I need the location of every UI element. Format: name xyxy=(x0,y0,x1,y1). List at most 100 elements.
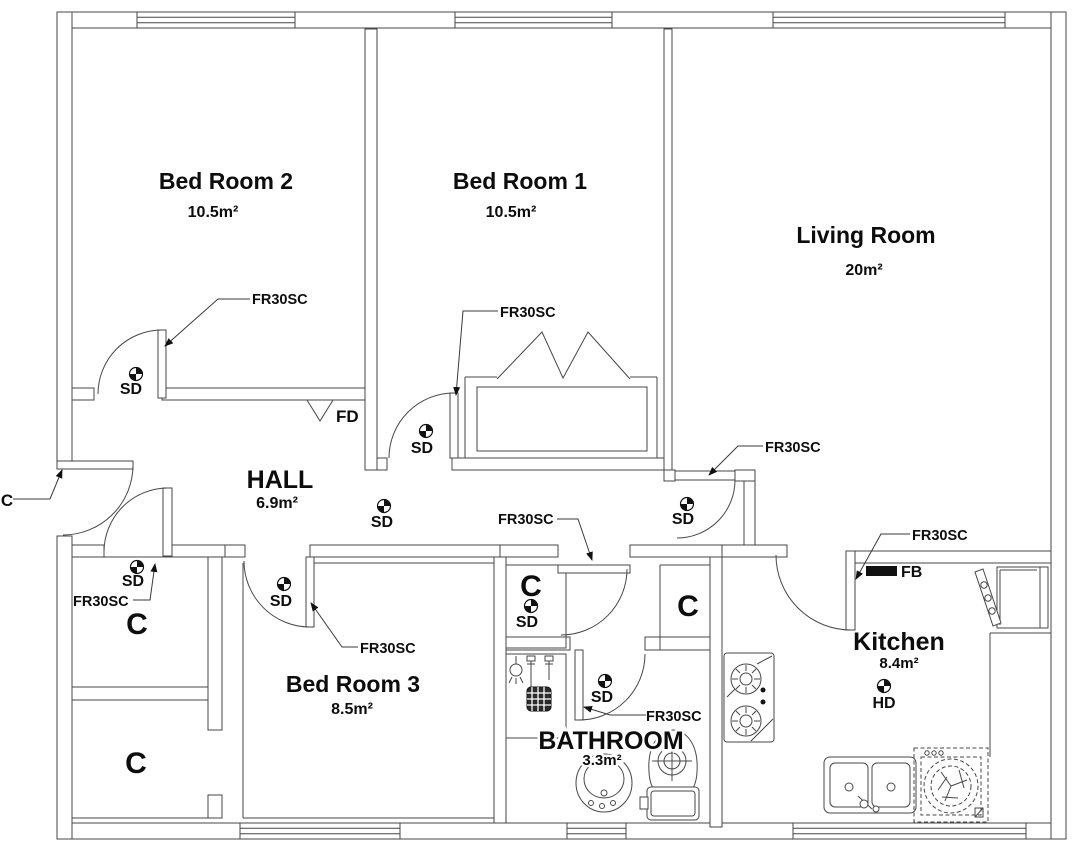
fire-door-label: FR30SC xyxy=(912,528,968,544)
toilet-button xyxy=(639,796,649,810)
fire-door-label: FR30SC xyxy=(646,709,702,725)
leader-frdoor-livingroom xyxy=(708,445,763,476)
leader-frdoor-bedroom1 xyxy=(453,310,498,396)
room-label-kitchen: Kitchen xyxy=(853,628,945,656)
toilet xyxy=(639,729,700,821)
room-label-bedroom2: Bed Room 2 xyxy=(159,168,293,194)
room-label-bedroom3: Bed Room 3 xyxy=(286,671,420,697)
smoke-detector-icon xyxy=(129,559,145,575)
door-kitchen xyxy=(775,550,856,631)
stove-knob xyxy=(760,687,766,693)
closet-label-bath-right: C xyxy=(677,590,699,623)
heat-detector-label: HD xyxy=(872,695,895,712)
smoke-detector-label: SD xyxy=(371,514,393,531)
fire-door-label: FR30SC xyxy=(765,440,821,456)
smoke-detector-icon xyxy=(276,576,292,592)
area-label-kitchen: 8.4m² xyxy=(879,655,918,672)
fire-door-label: FR30SC xyxy=(500,305,556,321)
shower xyxy=(505,653,567,739)
door-bedroom2 xyxy=(97,329,167,399)
smoke-detector-label: SD xyxy=(672,511,694,528)
smoke-detector-icon xyxy=(679,496,695,512)
burner-top xyxy=(730,663,762,695)
smoke-detector-icon xyxy=(376,498,392,514)
window-livingroom xyxy=(772,11,1006,29)
window-kitchen xyxy=(792,822,1027,840)
room-label-bathroom: BATHROOM xyxy=(538,727,683,755)
kitchen-counter xyxy=(989,632,1051,757)
area-label-bedroom2: 10.5m² xyxy=(188,204,239,221)
closet-lower-left xyxy=(72,699,209,819)
closet-upper-left xyxy=(71,556,209,688)
door-bathroom xyxy=(574,649,646,721)
room-label-livingroom: Living Room xyxy=(796,222,935,248)
bedroom3-walls xyxy=(242,562,494,819)
fire-damper-label: FD xyxy=(336,407,359,426)
area-label-hall: 6.9m² xyxy=(256,495,298,512)
heat-detector-icon xyxy=(876,678,892,694)
fire-blanket-label: FB xyxy=(901,564,922,581)
smoke-detector-label: SD xyxy=(411,440,433,457)
closet-bath-right xyxy=(659,564,710,651)
door-bath-vestibule xyxy=(557,564,631,636)
windows xyxy=(136,11,1027,840)
closet-label-lower-left: C xyxy=(125,747,147,780)
closet-label-upper-left: C xyxy=(126,608,148,641)
leader-frdoor-closet xyxy=(133,563,158,601)
area-label-bathroom: 3.3m² xyxy=(582,752,621,769)
smoke-detector-label: SD xyxy=(122,573,144,590)
smoke-detector-icon xyxy=(597,673,613,689)
area-label-livingroom: 20m² xyxy=(845,262,882,279)
leader-lines xyxy=(13,298,910,716)
area-label-bedroom1: 10.5m² xyxy=(486,204,537,221)
smoke-detector-icon xyxy=(128,366,144,382)
refrigerator xyxy=(974,566,1049,629)
fire-damper-icon xyxy=(306,399,334,422)
leader-frdoor-vestibule xyxy=(557,518,593,561)
leader-frdoor-bedroom3 xyxy=(310,602,358,648)
door-bedroom3 xyxy=(243,556,315,628)
toilet-tank xyxy=(646,786,700,821)
area-label-bedroom3: 8.5m² xyxy=(331,701,373,718)
fire-door-label: FR30SC xyxy=(73,594,129,610)
leader-frdoor-kitchen xyxy=(855,533,910,580)
room-label-bedroom1: Bed Room 1 xyxy=(453,168,587,194)
faucet-handle xyxy=(859,799,869,809)
shower-head xyxy=(509,663,523,677)
closet-label-entrance: C xyxy=(1,491,13,510)
smoke-detector-label: SD xyxy=(516,614,538,631)
closet-bath-left xyxy=(505,564,567,649)
leader-frdoor-bathroom xyxy=(583,706,646,716)
shower-valves xyxy=(526,655,554,687)
smoke-detector-label: SD xyxy=(591,689,613,706)
shower-drain xyxy=(526,686,552,712)
wardrobe-bedroom1 xyxy=(464,331,658,458)
window-bedroom3 xyxy=(239,822,401,840)
window-bathroom xyxy=(566,822,627,840)
fire-blanket-icon xyxy=(866,566,897,576)
room-label-hall: HALL xyxy=(247,466,314,494)
closet-label-bath-left: C xyxy=(520,570,542,603)
kitchen-sink xyxy=(823,756,917,814)
leader-frdoor-bedroom2 xyxy=(164,298,250,347)
smoke-detector-icon xyxy=(418,423,434,439)
text-labels: Bed Room 2 10.5m² Bed Room 1 10.5m² Livi… xyxy=(1,168,968,780)
faucet-handle xyxy=(872,805,880,813)
washing-machine xyxy=(913,747,989,823)
stove-knob xyxy=(760,699,766,705)
smoke-detector-label: SD xyxy=(270,593,292,610)
window-bedroom1 xyxy=(454,11,613,29)
fire-door-label: FR30SC xyxy=(360,641,416,657)
door-livingroom xyxy=(674,470,736,539)
window-bedroom2 xyxy=(136,11,296,29)
smoke-detector-label: SD xyxy=(120,381,142,398)
burner-bottom xyxy=(730,705,762,737)
wardrobe-bifold-doors xyxy=(496,331,631,380)
door-entrance-closet xyxy=(103,487,173,557)
bathroom-sink xyxy=(575,753,633,813)
interior-walls xyxy=(71,28,1052,828)
fire-door-label: FR30SC xyxy=(498,512,554,528)
fire-door-label: FR30SC xyxy=(252,292,308,308)
